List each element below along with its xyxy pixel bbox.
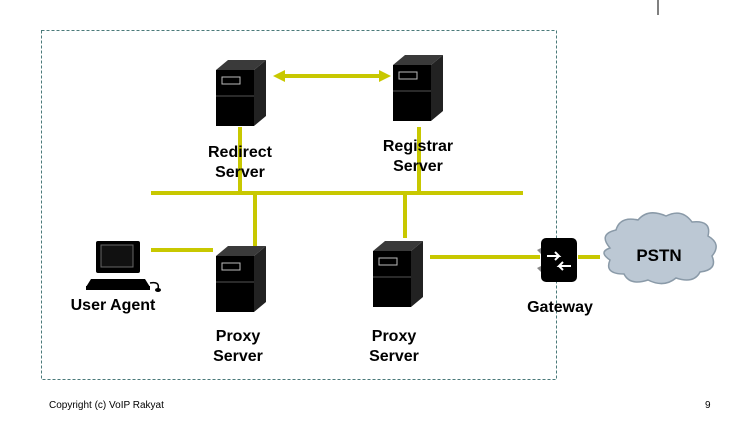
proxy-server-left-label-line2: Server — [213, 348, 263, 365]
redirect-server-label-line1: Redirect — [207, 144, 273, 161]
cloud-icon — [603, 212, 717, 285]
page-number: 9 — [705, 400, 711, 411]
arrowhead-right — [379, 70, 391, 82]
user-agent-label: User Agent — [70, 297, 156, 314]
proxy-server-right-icon — [372, 240, 424, 308]
pstn-label: PSTN — [636, 246, 682, 265]
proxy-server-left-icon — [215, 245, 267, 313]
registrar-server-label-line1: Registrar — [382, 138, 454, 155]
registrar-server-label-line2: Server — [393, 158, 443, 175]
network-links — [151, 74, 600, 259]
proxy-server-right-label-line2: Server — [369, 348, 419, 365]
registrar-server-icon — [392, 54, 444, 122]
gateway-label: Gateway — [527, 299, 593, 316]
desktop-computer-icon — [86, 241, 161, 292]
arrowhead-left — [273, 70, 285, 82]
redirect-server-label-line2: Server — [215, 164, 265, 181]
proxy-server-left-label: Proxy Server — [188, 327, 288, 367]
router-icon — [537, 238, 577, 282]
redirect-server-icon — [215, 59, 267, 127]
proxy-server-left-label-line1: Proxy — [215, 328, 261, 345]
redirect-server-label: Redirect Server — [190, 143, 290, 183]
registrar-server-label: Registrar Server — [368, 137, 468, 177]
proxy-server-right-label: Proxy Server — [344, 327, 444, 367]
proxy-server-right-label-line1: Proxy — [371, 328, 417, 345]
copyright-text: Copyright (c) VoIP Rakyat — [49, 400, 164, 411]
network-boundary — [41, 30, 557, 380]
